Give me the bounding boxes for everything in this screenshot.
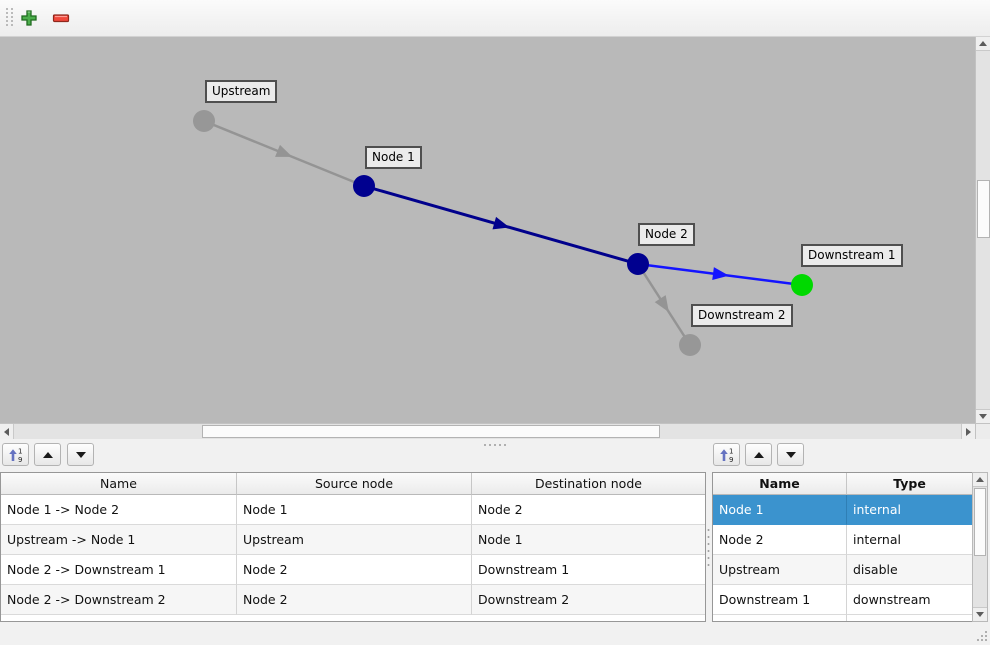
edge-row-cell[interactable]: Node 1 [472,525,705,555]
node-row-cell[interactable]: Upstream [713,555,847,585]
triangle-up-icon [42,451,53,458]
node-row-cell-selected[interactable]: internal [847,495,972,525]
triangle-right-icon [966,427,971,436]
svg-text:1: 1 [18,447,22,455]
grip-dots-icon [6,8,13,26]
node-label-upstream[interactable]: Upstream [205,80,278,103]
edge-row-cell[interactable]: Node 1 -> Node 2 [1,495,237,525]
svg-text:9: 9 [729,456,733,463]
canvas-vertical-scrollbar[interactable] [975,37,990,423]
column-header-destination[interactable]: Destination node [472,473,705,495]
node-row-cell[interactable]: disable [847,555,972,585]
node-row-cell[interactable]: internal [847,525,972,555]
splitter-dots-icon [707,529,710,566]
svg-text:1: 1 [729,447,733,455]
edge-row-cell[interactable]: Node 2 -> Downstream 2 [1,585,237,615]
node-row-cell[interactable]: downstream [847,585,972,615]
panel-splitter-handle[interactable] [706,527,711,567]
pane-splitter-handle[interactable] [483,435,509,446]
node-upstream[interactable] [193,110,215,132]
edges-move-up-button[interactable] [34,443,61,466]
scroll-up-button[interactable] [973,473,987,487]
column-header-name[interactable]: Name [713,473,847,495]
edge-row-cell[interactable]: Node 2 [237,585,472,615]
scrollbar-corner [975,423,990,439]
triangle-down-icon [75,451,86,458]
resize-grip-dots-icon [977,631,987,641]
sort-ascending-icon: 1 9 [719,447,733,463]
triangle-up-icon [753,451,764,458]
scroll-down-button[interactable] [976,409,990,423]
nodes-sort-button[interactable]: 1 9 [713,443,740,466]
edges-sort-button[interactable]: 1 9 [2,443,29,466]
minus-icon [52,14,70,23]
edge-row-cell[interactable]: Downstream 1 [472,555,705,585]
node-label-node1[interactable]: Node 1 [365,146,422,169]
edge-arrow-icon [492,216,510,230]
horizontal-scroll-thumb[interactable] [202,425,660,438]
triangle-down-icon [979,414,987,419]
nodes-move-down-button[interactable] [777,443,804,466]
node-downstream1[interactable] [791,274,813,296]
edge-row-cell[interactable]: Downstream 2 [472,585,705,615]
node-row-cell-selected[interactable]: Node 1 [713,495,847,525]
nodes-table: Name Type Node 1 internal Node 2 interna… [712,472,973,622]
edge-row-cell[interactable]: Upstream [237,525,472,555]
svg-text:9: 9 [18,456,22,463]
column-header-name[interactable]: Name [1,473,237,495]
node-label-downstream1[interactable]: Downstream 1 [801,244,903,267]
column-header-source[interactable]: Source node [237,473,472,495]
node-node2[interactable] [627,253,649,275]
sort-ascending-icon: 1 9 [8,447,22,463]
edge-row-cell[interactable]: Node 2 [472,495,705,525]
graph-svg [193,110,813,356]
edge-arrow-icon [654,295,669,313]
edge-row-cell[interactable]: Node 2 -> Downstream 1 [1,555,237,585]
table-filler-row [713,615,847,621]
table-scroll-thumb[interactable] [974,488,986,556]
column-header-type[interactable]: Type [847,473,972,495]
node-downstream2[interactable] [679,334,701,356]
nodes-move-up-button[interactable] [745,443,772,466]
nodes-table-scrollbar[interactable] [972,472,988,622]
node-row-cell[interactable]: Node 2 [713,525,847,555]
table-filler-row [847,615,972,621]
canvas-horizontal-scrollbar[interactable] [0,423,975,439]
scroll-right-button[interactable] [961,424,975,439]
table-filler-row [1,615,705,621]
edge-arrow-icon [275,144,293,157]
plus-icon [21,10,37,26]
vertical-scroll-thumb[interactable] [977,180,990,238]
edge-row-cell[interactable]: Node 2 [237,555,472,585]
remove-button[interactable] [49,7,73,29]
window-resize-grip[interactable] [976,630,988,642]
triangle-up-icon [976,477,984,482]
main-toolbar [0,0,990,37]
node-node1[interactable] [353,175,375,197]
graph-canvas[interactable]: Upstream Node 1 Node 2 Downstream 1 Down… [0,37,975,423]
scroll-left-button[interactable] [0,424,14,439]
node-row-cell[interactable]: Downstream 1 [713,585,847,615]
triangle-left-icon [4,427,9,436]
edges-table: Name Source node Destination node Node 1… [0,472,706,622]
triangle-down-icon [785,451,796,458]
edges-move-down-button[interactable] [67,443,94,466]
edge-row-cell[interactable]: Upstream -> Node 1 [1,525,237,555]
edge-arrow-icon [712,267,729,281]
toolbar-drag-handle[interactable] [5,7,15,29]
add-button[interactable] [17,7,41,29]
splitter-dots-icon [484,444,506,446]
node-label-node2[interactable]: Node 2 [638,223,695,246]
edge-row-cell[interactable]: Node 1 [237,495,472,525]
scroll-up-button[interactable] [976,37,990,51]
node-label-downstream2[interactable]: Downstream 2 [691,304,793,327]
scroll-down-button[interactable] [973,607,987,621]
triangle-down-icon [976,612,984,617]
triangle-up-icon [979,41,987,46]
